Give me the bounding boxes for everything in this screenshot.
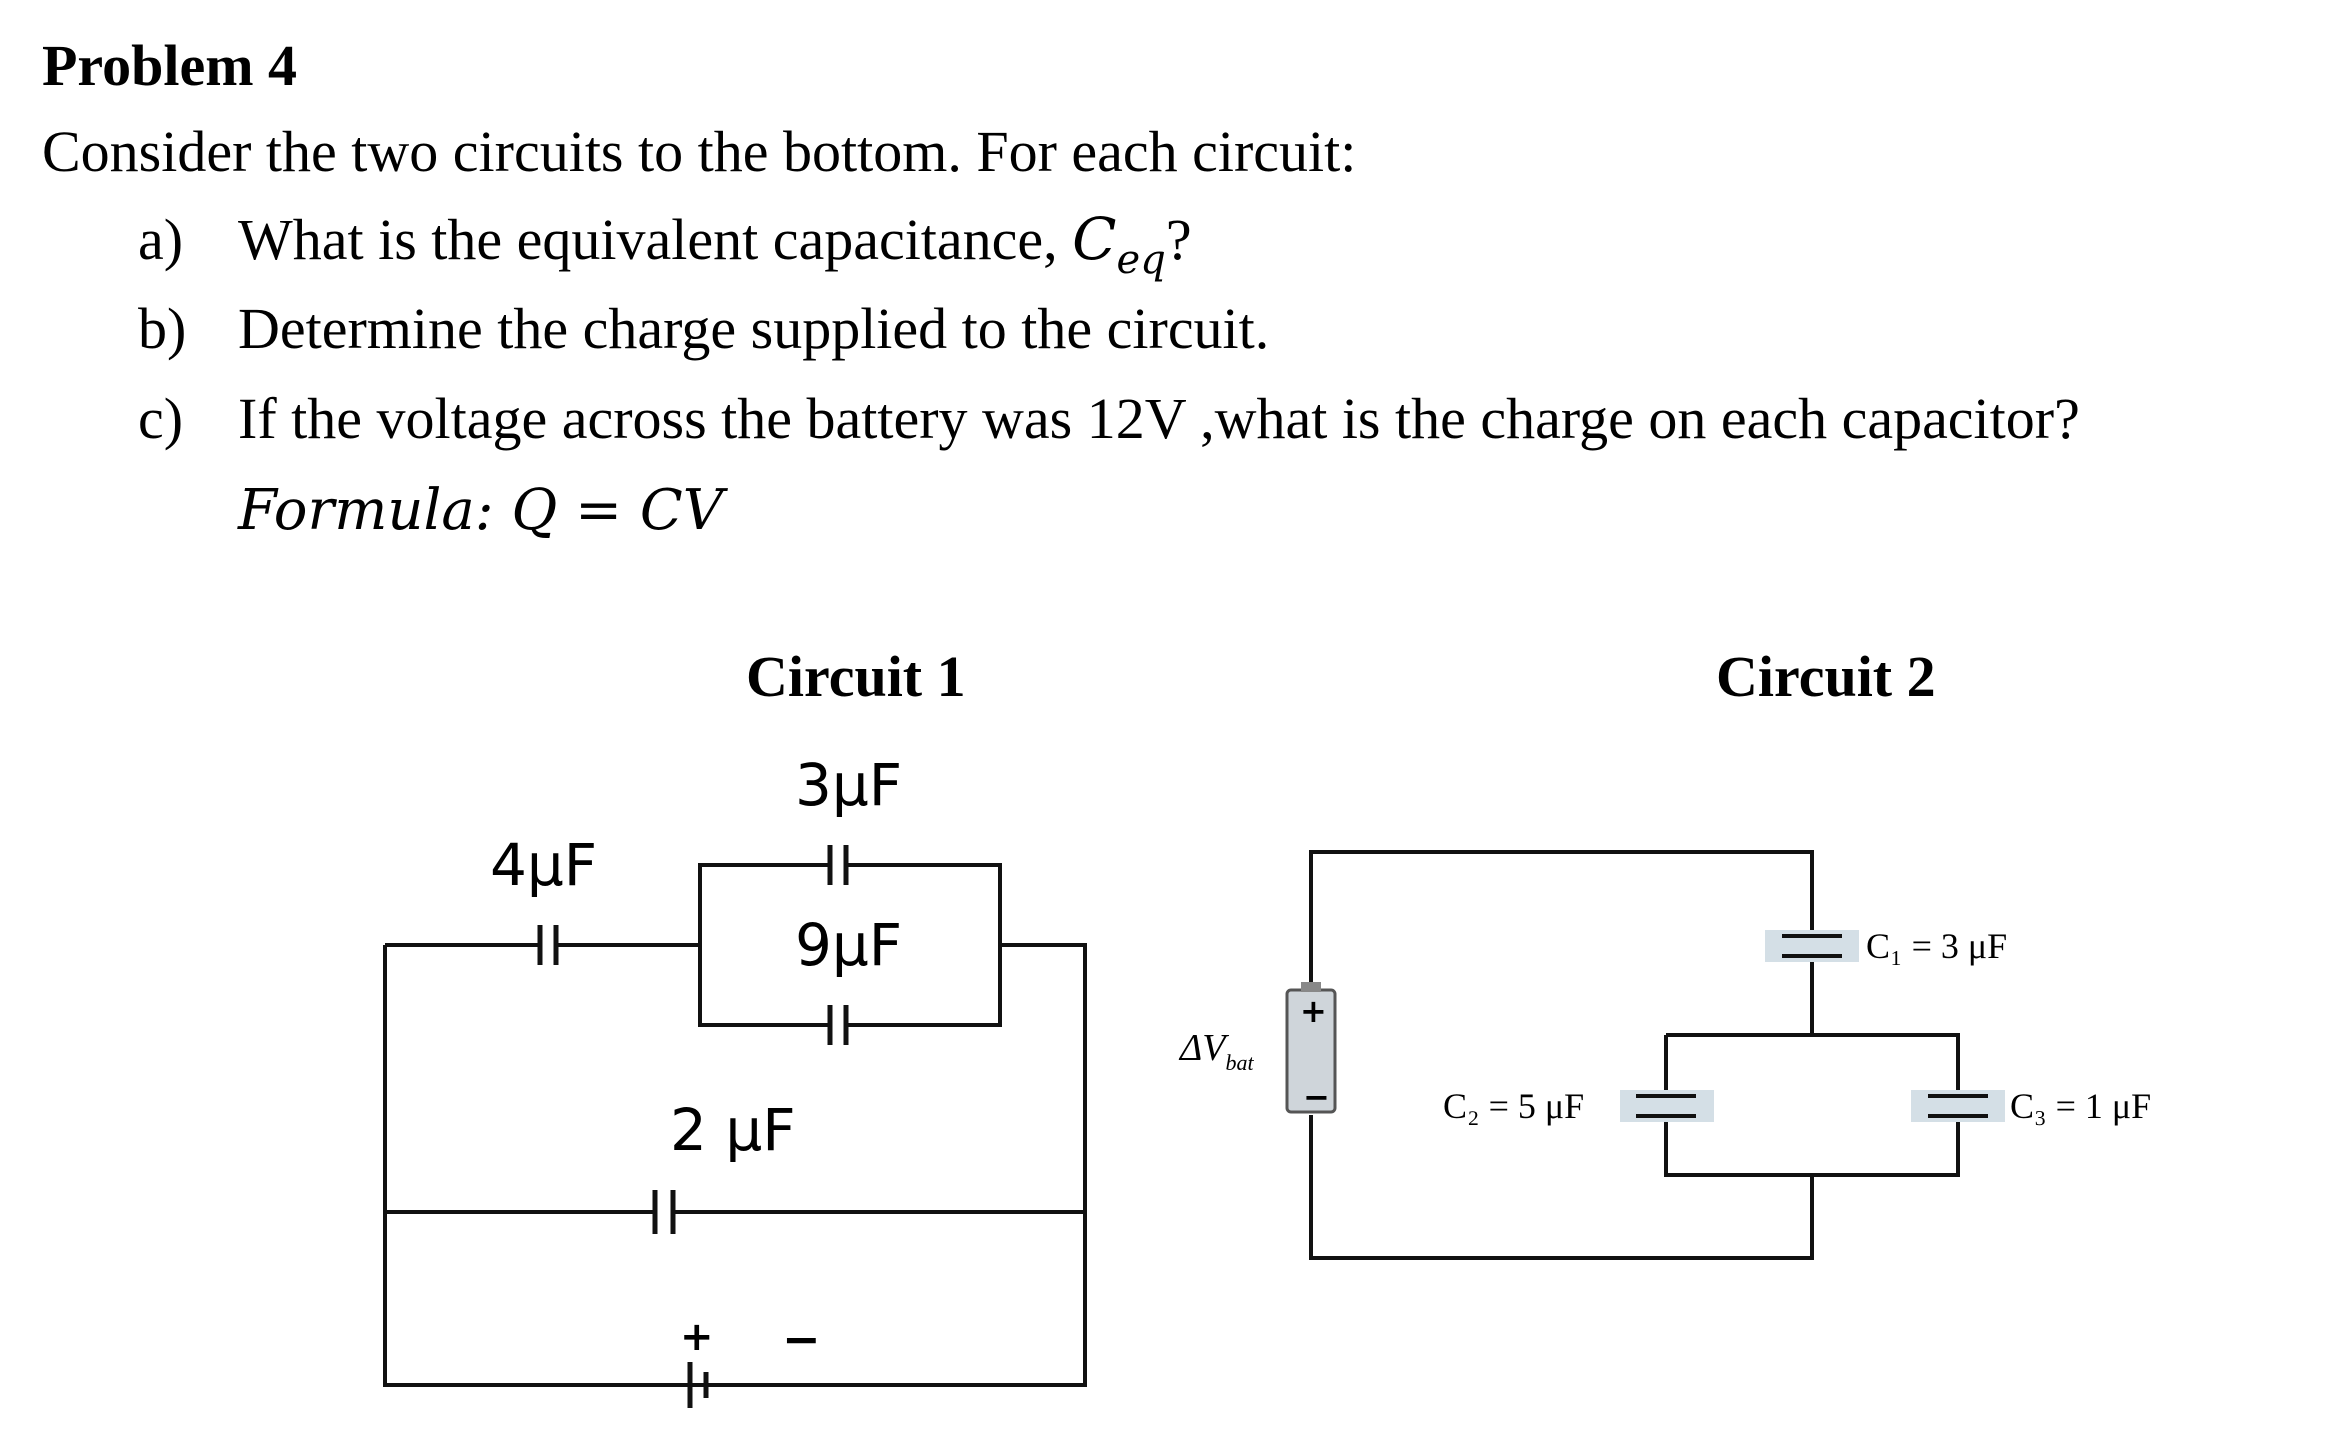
battery1-minus: − xyxy=(782,1312,821,1366)
label-2uf: 2 μF xyxy=(670,1096,796,1164)
question-c: c) If the voltage across the battery was … xyxy=(138,385,2080,452)
circuit1-outer-wire xyxy=(383,943,1087,1387)
capacitor-4uf-icon xyxy=(537,925,559,965)
battery2-terminal-icon xyxy=(1301,982,1321,992)
question-a-text: What is the equivalent capacitance, xyxy=(238,207,1073,272)
capacitor-9uf-icon xyxy=(827,1005,849,1045)
label-c3: C₃ = 1 μF xyxy=(2010,1086,2151,1126)
label-c2: C₂ = 5 μF xyxy=(1443,1086,1584,1126)
question-b-label: b) xyxy=(138,296,187,361)
label-3uf: 3μF xyxy=(795,751,902,819)
circuit2-title: Circuit 2 xyxy=(1716,644,1936,709)
capacitor-3uf-icon xyxy=(827,845,849,885)
label-vbat: ΔVbat xyxy=(1178,1027,1255,1075)
circuit1-title: Circuit 1 xyxy=(746,644,966,709)
problem-title: Problem 4 xyxy=(42,33,298,98)
question-a-tail: ? xyxy=(1165,207,1192,272)
battery1-plus: + xyxy=(680,1314,714,1360)
problem-intro: Consider the two circuits to the bottom.… xyxy=(42,119,1357,184)
circuit1-diagram xyxy=(383,863,1087,1387)
battery2-plus: + xyxy=(1300,992,1327,1030)
capacitor-c3-icon xyxy=(1928,1094,1988,1118)
circuit2-bottom-wire xyxy=(1309,1115,1814,1260)
question-c-label: c) xyxy=(138,386,184,451)
question-a-label: a) xyxy=(138,207,184,272)
question-c-text: If the voltage across the battery was 12… xyxy=(238,386,2080,451)
capacitor-c2-icon xyxy=(1636,1094,1696,1118)
label-9uf: 9μF xyxy=(795,911,902,979)
battery2-minus: − xyxy=(1303,1078,1330,1116)
label-4uf: 4μF xyxy=(490,831,597,899)
formula: Formula: Q = CV xyxy=(238,478,724,543)
capacitor-2uf-icon xyxy=(652,1190,676,1234)
label-c1: C₁ = 3 μF xyxy=(1866,926,2007,966)
question-b-text: Determine the charge supplied to the cir… xyxy=(238,296,1270,361)
ceq-subscript: eq xyxy=(1116,237,1166,283)
capacitor-c1-icon xyxy=(1782,934,1842,958)
question-a: a) What is the equivalent capacitance, Ce… xyxy=(138,205,1192,283)
question-b: b) Determine the charge supplied to the c… xyxy=(138,295,1269,362)
circuit2-top-wire xyxy=(1309,850,1814,988)
ceq-symbol: C xyxy=(1072,205,1117,273)
